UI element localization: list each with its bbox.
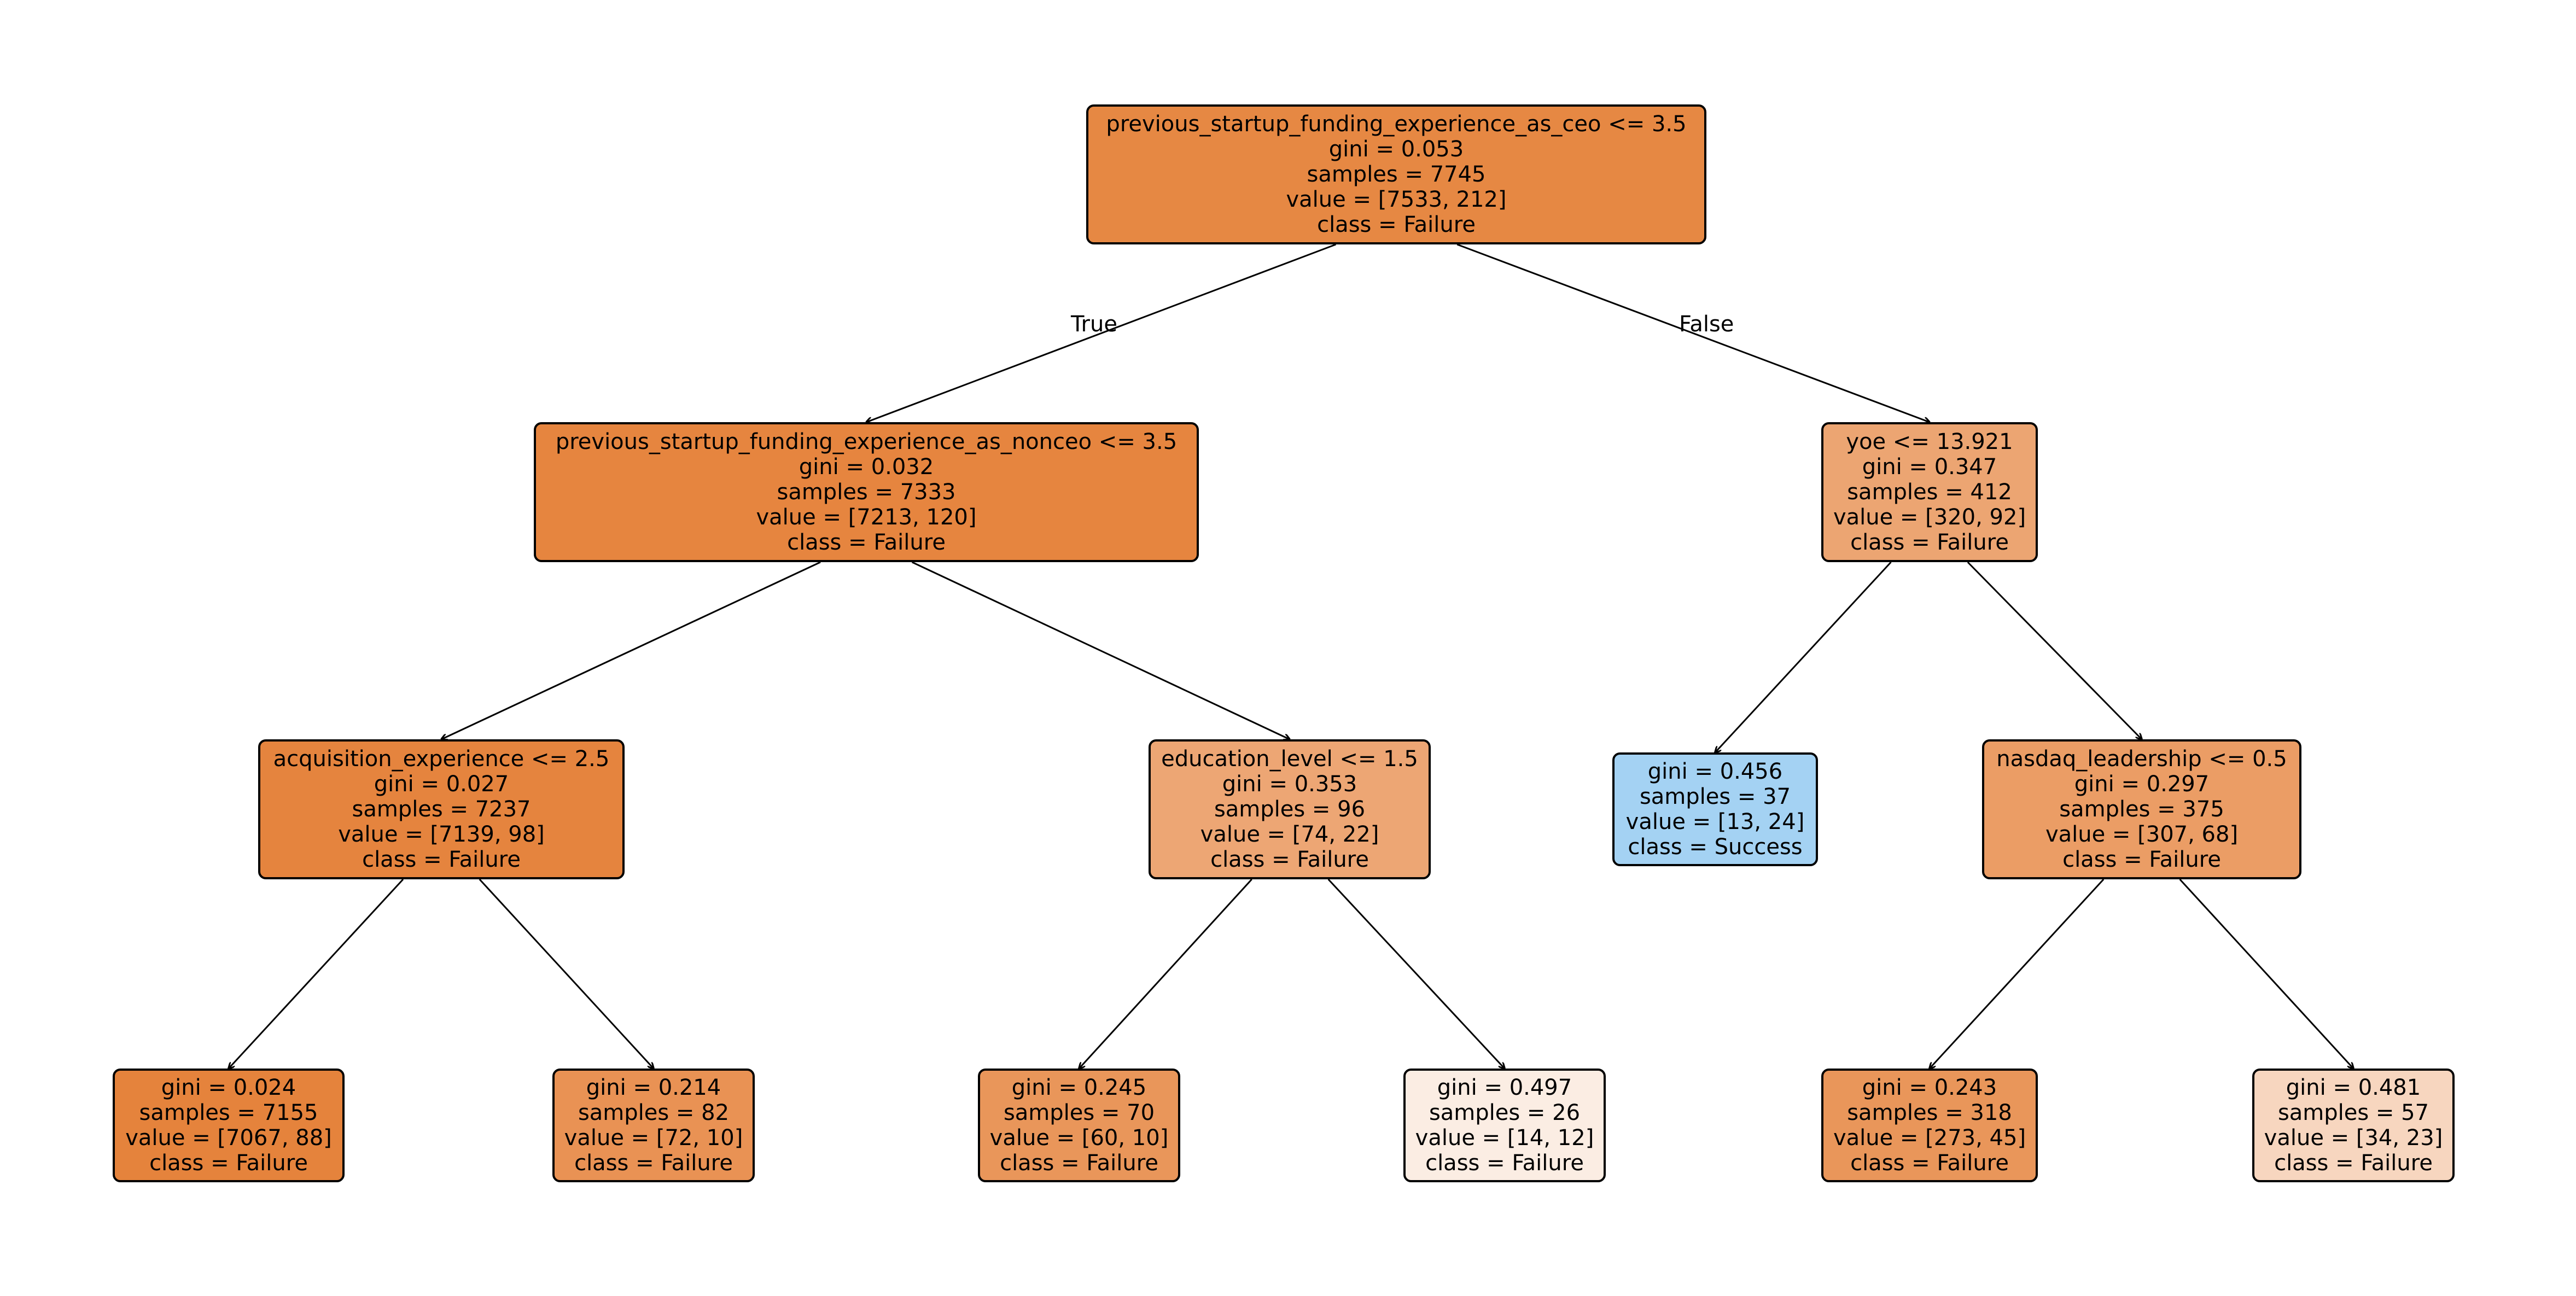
node-line: class = Failure	[2274, 1151, 2433, 1176]
node-line: value = [72, 10]	[564, 1125, 743, 1151]
edge-r-rr	[1967, 561, 2142, 739]
edge-ll-lll	[229, 878, 404, 1069]
node-line: gini = 0.024	[161, 1075, 296, 1100]
edge-label-true: True	[1071, 312, 1117, 337]
node-line: nasdaq_leadership <= 0.5	[1996, 746, 2287, 772]
node-line: samples = 7237	[352, 797, 531, 822]
node-line: gini = 0.481	[2286, 1075, 2421, 1100]
node-line: value = [7067, 88]	[125, 1125, 332, 1151]
node-line: value = [60, 10]	[989, 1125, 1169, 1151]
edge-label-false: False	[1679, 312, 1734, 337]
node-line: gini = 0.243	[1862, 1075, 1997, 1100]
node-line: value = [273, 45]	[1833, 1125, 2026, 1151]
node-line: gini = 0.245	[1011, 1075, 1147, 1100]
node-line: samples = 96	[1214, 797, 1366, 822]
node-line: gini = 0.353	[1222, 772, 1357, 797]
node-line: gini = 0.027	[374, 772, 509, 797]
edge-lr-lrl	[1079, 878, 1252, 1069]
node-line: class = Failure	[1850, 530, 2009, 555]
node-line: samples = 57	[2277, 1100, 2429, 1125]
node-line: samples = 7745	[1307, 162, 1486, 187]
node-line: gini = 0.497	[1437, 1075, 1572, 1100]
node-line: value = [74, 22]	[1200, 822, 1379, 847]
node-line: value = [34, 23]	[2264, 1125, 2443, 1151]
node-line: class = Failure	[2062, 847, 2221, 872]
node-line: value = [7139, 98]	[338, 822, 545, 847]
node-line: acquisition_experience <= 2.5	[273, 746, 610, 772]
node-line: yoe <= 13.921	[1846, 429, 2013, 454]
node-line: gini = 0.456	[1647, 759, 1783, 784]
node-line: value = [320, 92]	[1833, 505, 2026, 530]
node-line: samples = 7333	[777, 480, 956, 505]
node-line: gini = 0.347	[1862, 454, 1997, 480]
node-line: gini = 0.053	[1328, 137, 1464, 162]
edge-r-rl	[1715, 561, 1892, 752]
node-line: gini = 0.032	[799, 454, 934, 480]
node-line: class = Failure	[1210, 847, 1369, 872]
node-line: value = [14, 12]	[1415, 1125, 1594, 1151]
node-line: value = [13, 24]	[1625, 809, 1805, 834]
tree-node-l: previous_startup_funding_experience_as_n…	[534, 422, 1199, 562]
edge-root-l	[866, 243, 1337, 422]
node-line: class = Failure	[1317, 212, 1476, 237]
edge-rr-rrr	[2179, 878, 2353, 1069]
node-line: class = Failure	[149, 1151, 308, 1176]
node-line: gini = 0.214	[586, 1075, 721, 1100]
node-line: class = Failure	[1425, 1151, 1584, 1176]
tree-node-root: previous_startup_funding_experience_as_c…	[1086, 104, 1706, 244]
edge-rr-rrl	[1930, 878, 2105, 1069]
node-line: samples = 37	[1639, 784, 1791, 809]
node-line: education_level <= 1.5	[1161, 746, 1418, 772]
node-line: class = Failure	[574, 1151, 733, 1176]
node-line: gini = 0.297	[2074, 772, 2210, 797]
node-line: samples = 412	[1847, 480, 2012, 505]
node-line: class = Success	[1628, 834, 1803, 860]
node-line: class = Failure	[1850, 1151, 2009, 1176]
node-line: value = [7213, 120]	[756, 505, 977, 530]
node-line: samples = 82	[578, 1100, 730, 1125]
node-line: class = Failure	[362, 847, 521, 872]
node-line: previous_startup_funding_experience_as_c…	[1106, 112, 1687, 137]
edge-ll-llr	[479, 878, 654, 1069]
node-line: samples = 26	[1429, 1100, 1581, 1125]
node-line: samples = 70	[1003, 1100, 1155, 1125]
node-line: samples = 318	[1847, 1100, 2012, 1125]
edge-lr-lrr	[1327, 878, 1505, 1069]
node-line: samples = 7155	[139, 1100, 318, 1125]
node-line: class = Failure	[787, 530, 946, 555]
edge-l-ll	[441, 561, 821, 739]
node-line: value = [307, 68]	[2045, 822, 2239, 847]
edge-root-r	[1456, 243, 1930, 422]
node-line: previous_startup_funding_experience_as_n…	[555, 429, 1178, 454]
edge-l-lr	[911, 561, 1290, 739]
node-line: value = [7533, 212]	[1286, 187, 1507, 212]
node-line: class = Failure	[1000, 1151, 1158, 1176]
node-line: samples = 375	[2059, 797, 2224, 822]
